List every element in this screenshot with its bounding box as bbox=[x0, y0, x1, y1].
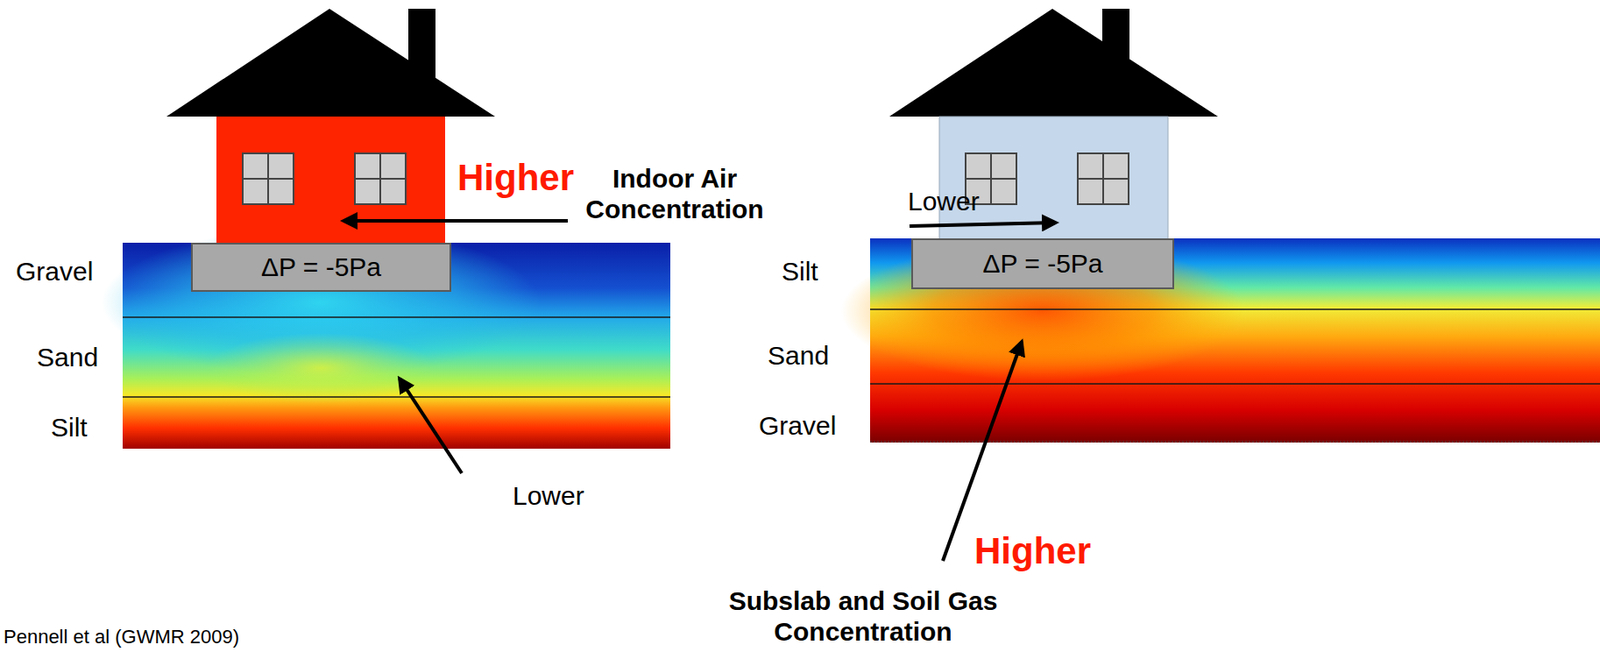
soil-profile-left bbox=[101, 227, 671, 449]
soil-layer-label: Gravel bbox=[15, 255, 93, 287]
soil-layer-label: Silt bbox=[781, 255, 819, 287]
level-label: Lower bbox=[512, 480, 585, 511]
pointer-arrow bbox=[343, 219, 568, 223]
soil-layer-label: Sand bbox=[767, 339, 829, 371]
level-label: Higher bbox=[974, 529, 1091, 574]
soil-layer-label: Sand bbox=[36, 341, 99, 373]
soil-layer-label: Gravel bbox=[758, 410, 836, 441]
pointer-arrow bbox=[399, 378, 462, 474]
pointer-arrow bbox=[942, 341, 1022, 561]
foundation-slab: ΔP = -5Pa bbox=[191, 242, 452, 292]
foundation-slab: ΔP = -5Pa bbox=[911, 238, 1175, 290]
house-right bbox=[889, 8, 1218, 240]
soil-profile-right bbox=[841, 238, 1600, 443]
soil-layer-label: Silt bbox=[50, 411, 88, 443]
citation: Pennell et al (GWMR 2009) bbox=[3, 625, 240, 649]
house-left bbox=[166, 8, 496, 243]
pressure-label: ΔP = -5Pa bbox=[982, 248, 1103, 279]
pointer-arrow bbox=[909, 222, 1056, 227]
caption-label: Subslab and Soil Gas Concentration bbox=[700, 585, 1026, 648]
caption-label: Indoor Air Concentration bbox=[571, 162, 779, 226]
level-label: Lower bbox=[907, 185, 980, 217]
pressure-label: ΔP = -5Pa bbox=[261, 252, 382, 283]
level-label: Higher bbox=[457, 155, 574, 200]
